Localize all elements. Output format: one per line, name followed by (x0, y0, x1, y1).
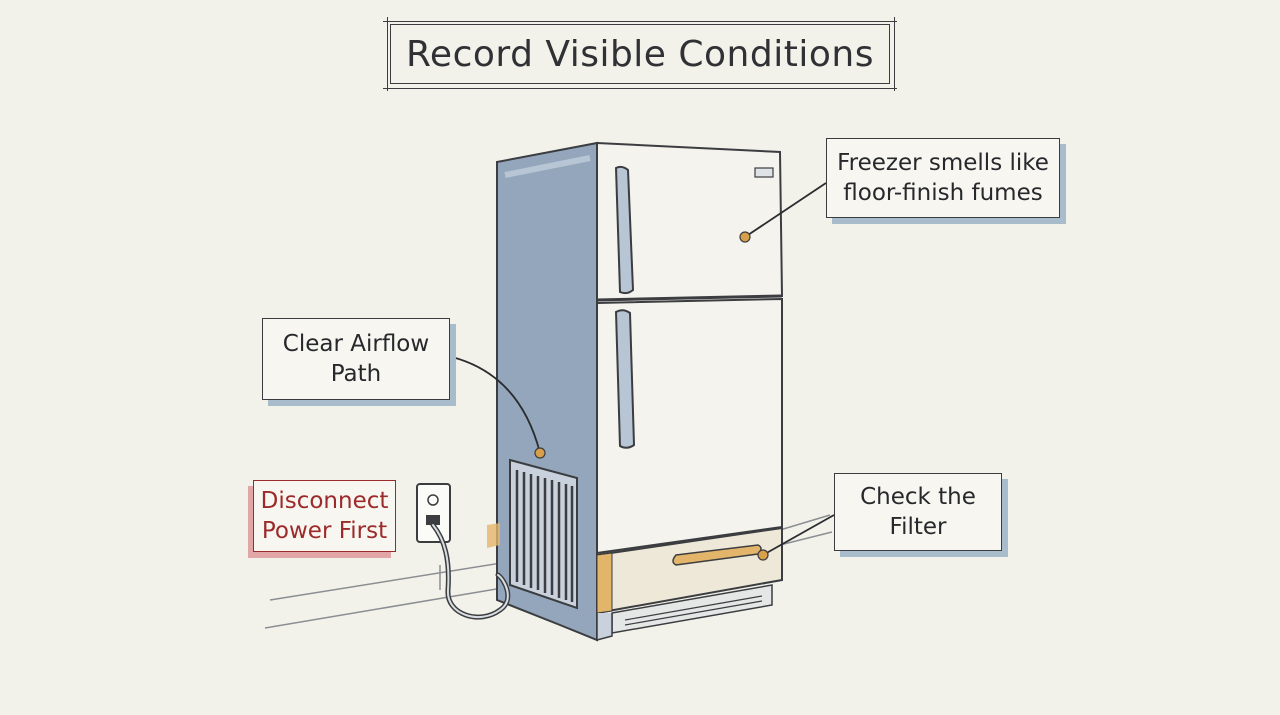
floor-lines (264, 514, 833, 629)
callout-check-filter: Check the Filter (834, 473, 1002, 551)
freezer-handle (614, 165, 635, 295)
callout-freezer-smell-text: Freezer smells like floor-finish fumes (837, 150, 1049, 206)
callout-disconnect-power: Disconnect Power First (253, 480, 396, 552)
callout-airflow: Clear Airflow Path (262, 318, 450, 400)
filter-marker-dot (757, 549, 769, 561)
airflow-marker-dot (534, 447, 546, 459)
freezer-door-badge (754, 167, 774, 178)
side-vent-grille (509, 458, 578, 610)
callout-check-filter-text: Check the Filter (860, 484, 976, 540)
callout-freezer-smell: Freezer smells like floor-finish fumes (826, 138, 1060, 218)
wall-outlet (416, 483, 451, 543)
page-title-text: Record Visible Conditions (406, 33, 874, 75)
callout-airflow-text: Clear Airflow Path (282, 331, 430, 387)
freezer-marker-dot (739, 231, 751, 243)
callout-disconnect-power-text: Disconnect Power First (260, 488, 389, 544)
fresh-food-handle (614, 309, 636, 449)
leader-lines (451, 182, 835, 556)
page-title: Record Visible Conditions (383, 17, 897, 91)
